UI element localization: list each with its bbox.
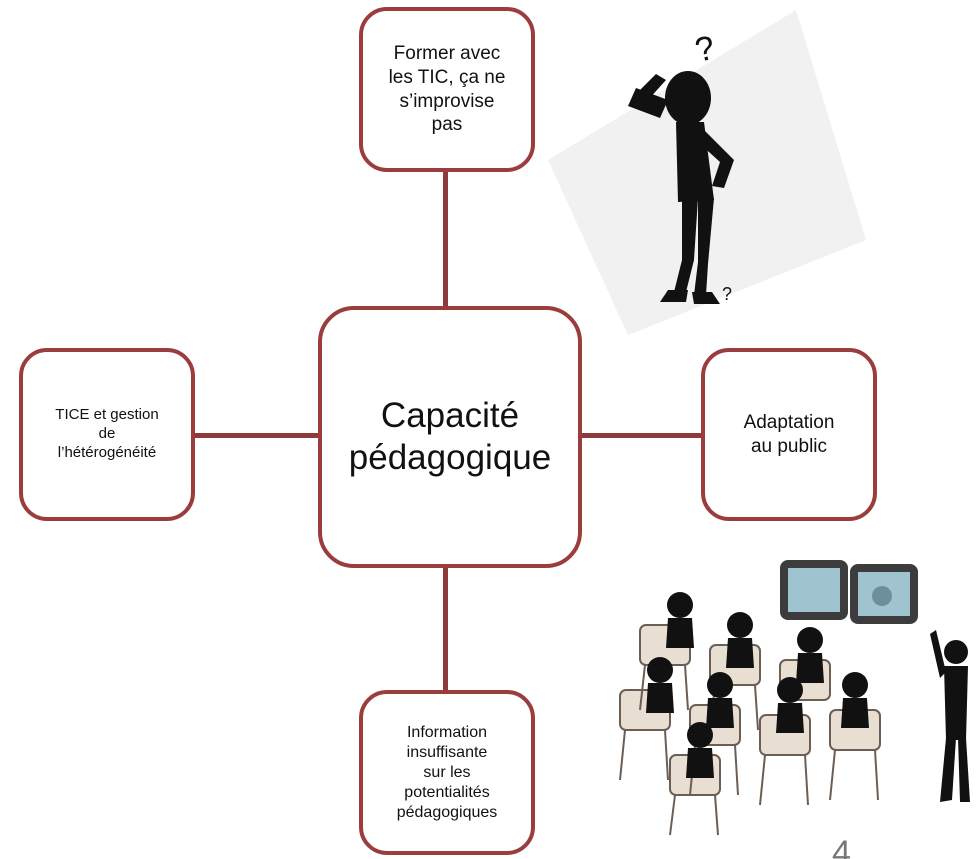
- branch-label-bottom: Information insuffisante sur les potenti…: [396, 723, 498, 821]
- question-mark-glyph: ?: [692, 29, 718, 70]
- classroom-presentation-icon: [619, 560, 970, 836]
- center-label: Capacité pédagogique: [348, 396, 552, 477]
- connector-left: [193, 433, 320, 438]
- question-mark-glyph-small: ?: [722, 284, 732, 304]
- branch-node-top: Former avec les TIC, ça ne s’improvise p…: [359, 7, 535, 172]
- branch-node-bottom: Information insuffisante sur les potenti…: [359, 690, 535, 855]
- center-node: Capacité pédagogique: [318, 306, 582, 568]
- connector-top: [443, 170, 448, 308]
- connector-right: [580, 433, 703, 438]
- student-desks: [619, 592, 881, 836]
- thinking-person-icon: ? ?: [548, 10, 866, 335]
- branch-label-left: TICE et gestion de l’hétérogénéité: [55, 406, 159, 461]
- branch-node-left: TICE et gestion de l’hétérogénéité: [19, 348, 195, 521]
- projector-screens: [780, 560, 918, 624]
- branch-node-right: Adaptation au public: [701, 348, 877, 521]
- branch-label-top: Former avec les TIC, ça ne s’improvise p…: [388, 43, 506, 136]
- branch-label-right: Adaptation au public: [743, 411, 835, 457]
- connector-bottom: [443, 566, 448, 692]
- page-number: 4: [832, 834, 851, 859]
- presenter-figure: [930, 630, 970, 802]
